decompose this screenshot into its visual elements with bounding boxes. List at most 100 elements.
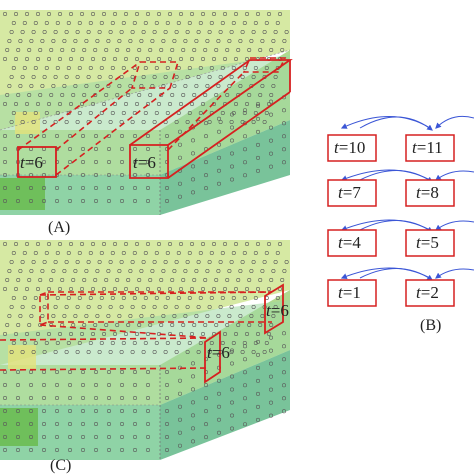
grid-dot <box>264 251 269 256</box>
grid-dot <box>174 259 179 264</box>
grid-dot <box>68 369 73 374</box>
grid-dot <box>273 29 278 34</box>
grid-dot <box>132 20 137 25</box>
grid-dot <box>229 120 234 125</box>
grid-dot <box>255 286 260 291</box>
grid-dot <box>9 349 14 354</box>
grid-dot <box>94 408 99 413</box>
grid-dot <box>137 322 142 327</box>
grid-dot <box>230 125 235 130</box>
grid-dot <box>198 251 203 256</box>
grid-dot <box>119 259 124 264</box>
grid-dot <box>11 251 16 256</box>
grid-dot <box>44 111 49 116</box>
grid-dot <box>172 84 177 89</box>
grid-dot <box>53 29 58 34</box>
grid-dot <box>207 75 212 80</box>
grid-dot <box>146 199 151 204</box>
grid-dot <box>163 304 168 309</box>
grid-dot <box>201 286 206 291</box>
grid-dot <box>192 47 197 52</box>
grid-dot <box>95 268 100 273</box>
grid-dot <box>220 20 225 25</box>
grid-dot <box>99 251 104 256</box>
grid-dot <box>133 186 138 191</box>
panel-c-green-patch <box>0 408 38 446</box>
grid-dot <box>146 56 151 61</box>
grid-dot <box>196 304 201 309</box>
grid-dot <box>262 259 267 264</box>
grid-dot <box>204 173 209 178</box>
grid-dot <box>69 286 74 291</box>
grid-dot <box>15 434 20 439</box>
grid-dot <box>204 396 209 401</box>
grid-dot <box>178 404 183 409</box>
grid-dot <box>55 340 60 345</box>
grid-dot <box>205 313 210 318</box>
grid-dot <box>152 349 157 354</box>
grid-dot <box>102 286 107 291</box>
grid-dot <box>28 134 33 139</box>
grid-dot <box>49 47 54 52</box>
grid-dot <box>54 134 59 139</box>
grid-dot <box>207 349 212 354</box>
grid-dot <box>277 12 282 17</box>
grid-dot <box>247 93 252 98</box>
grid-dot <box>69 102 74 107</box>
grid-dot <box>81 186 86 191</box>
grid-dot <box>110 295 115 300</box>
grid-dot <box>57 56 62 61</box>
grid-dot <box>238 268 243 273</box>
grid-dot <box>120 160 125 165</box>
grid-dot <box>268 361 273 366</box>
grid-dot <box>133 160 138 165</box>
grid-dot <box>260 84 265 89</box>
grid-dot <box>264 20 269 25</box>
grid-dot <box>66 66 71 71</box>
grid-dot <box>214 47 219 52</box>
grid-dot <box>273 304 278 309</box>
grid-dot <box>163 75 168 80</box>
grid-dot <box>159 47 164 52</box>
grid-dot <box>230 151 235 156</box>
grid-dot <box>280 277 285 282</box>
grid-dot <box>204 383 209 388</box>
panel-b-box-t10-label: t=10 <box>334 138 365 157</box>
grid-dot <box>230 400 235 405</box>
grid-dot <box>253 340 258 345</box>
panel-b-label: (B) <box>420 317 441 334</box>
grid-dot <box>185 259 190 264</box>
grid-dot <box>225 277 230 282</box>
grid-dot <box>99 66 104 71</box>
grid-dot <box>273 259 278 264</box>
grid-dot <box>133 421 138 426</box>
grid-dot <box>2 382 8 387</box>
grid-dot <box>31 349 36 354</box>
grid-dot <box>97 29 102 34</box>
grid-dot <box>204 186 209 191</box>
panel-b-box-t7 <box>327 179 377 207</box>
grid-dot <box>269 322 274 327</box>
grid-dot <box>137 47 142 52</box>
panel-b-box-t5 <box>405 229 455 257</box>
grid-dot <box>81 434 86 439</box>
grid-dot <box>120 447 125 452</box>
grid-dot <box>94 421 99 426</box>
grid-dot <box>216 313 221 318</box>
grid-dot <box>91 286 96 291</box>
grid-dot <box>2 331 8 336</box>
grid-dot <box>204 121 209 126</box>
grid-dot <box>22 251 27 256</box>
grid-dot <box>28 421 33 426</box>
grid-dot <box>262 29 267 34</box>
grid-dot <box>141 120 146 125</box>
grid-dot <box>2 147 8 152</box>
grid-dot <box>77 251 82 256</box>
grid-dot <box>51 38 56 43</box>
grid-dot <box>191 400 196 405</box>
grid-dot <box>251 29 256 34</box>
grid-dot <box>251 304 256 309</box>
grid-dot <box>249 313 254 318</box>
grid-dot <box>133 434 138 439</box>
grid-dot <box>54 408 59 413</box>
